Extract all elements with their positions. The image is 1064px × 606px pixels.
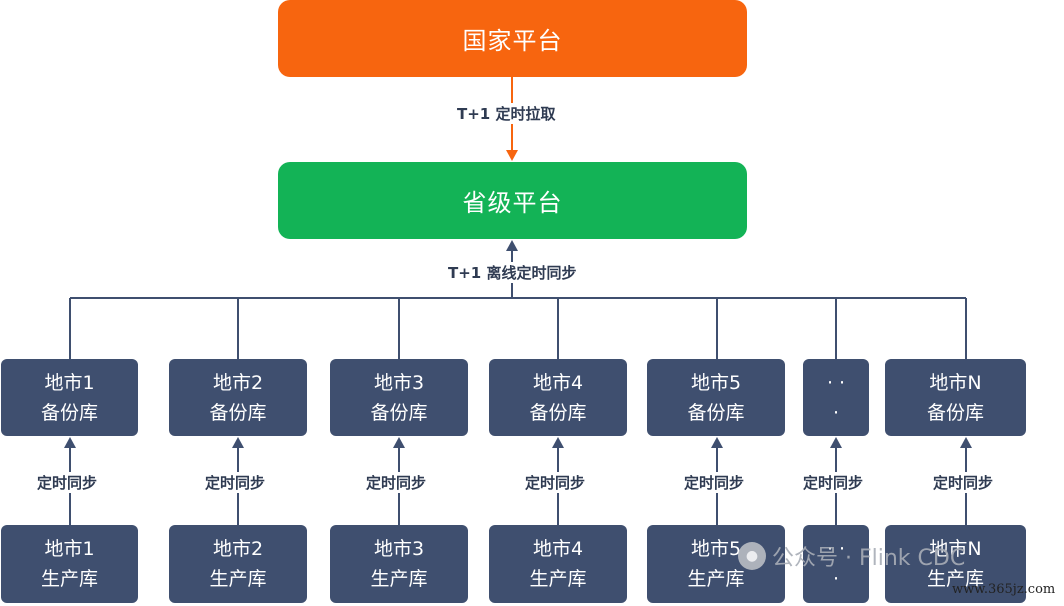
sync-label-7: 定时同步 <box>933 472 994 493</box>
backup-node-city: 地市1 <box>44 371 95 394</box>
production-node-dots-bottom: · <box>832 568 840 590</box>
production-node-type: 生产库 <box>40 568 98 590</box>
pull-label: T+1 定时拉取 <box>457 103 556 124</box>
backup-node-type: 备份库 <box>40 401 98 424</box>
sync-label-1: 定时同步 <box>37 472 98 493</box>
provincial-platform-box: 省级平台 <box>278 162 747 239</box>
backup-node-dots-top: · · <box>826 371 846 394</box>
backup-node-3: 地市3 备份库 <box>330 359 468 436</box>
backup-node-city: 地市2 <box>212 371 264 394</box>
backup-node-4: 地市4 备份库 <box>489 359 627 436</box>
backup-node-city: 地市4 <box>532 371 584 394</box>
production-node-type: 生产库 <box>529 568 587 590</box>
backup-node-city: 地市N <box>929 371 982 394</box>
backup-node-type: 备份库 <box>926 401 984 424</box>
production-node-3: 地市3 生产库 <box>330 525 468 603</box>
watermark-text: 公众号 · Flink CDC <box>772 546 966 571</box>
production-node-city: 地市5 <box>690 538 742 560</box>
sync-trunk-arrow-head <box>506 240 518 251</box>
backup-node-type: 备份库 <box>529 401 587 424</box>
sync-arrow-head-3 <box>393 437 405 448</box>
sync-arrow-head-7 <box>960 437 972 448</box>
production-node-type: 生产库 <box>926 568 984 590</box>
backup-node-1: 地市1 备份库 <box>1 359 138 436</box>
production-node-city: 地市3 <box>373 538 425 560</box>
sync-label-5: 定时同步 <box>684 472 745 493</box>
national-platform-box: 国家平台 <box>278 0 747 77</box>
backup-node-city: 地市5 <box>690 371 742 394</box>
production-node-ellipsis: · · · <box>803 525 869 603</box>
sync-label-6: 定时同步 <box>803 472 864 493</box>
offline-sync-label: T+1 离线定时同步 <box>448 262 577 283</box>
production-node-2: 地市2 生产库 <box>169 525 307 603</box>
production-node-1: 地市1 生产库 <box>1 525 138 603</box>
sync-arrow-head-5 <box>711 437 723 448</box>
sync-arrow-head-1 <box>64 437 76 448</box>
production-node-city: 地市2 <box>212 538 264 560</box>
production-node-type: 生产库 <box>687 568 745 590</box>
sync-arrow-head-6 <box>830 437 842 448</box>
pull-arrow-head <box>506 150 518 161</box>
production-node-dots-top: · · <box>826 538 846 560</box>
national-platform-label: 国家平台 <box>462 27 563 55</box>
backup-node-type: 备份库 <box>209 401 267 424</box>
sync-label-3: 定时同步 <box>366 472 427 493</box>
production-node-4: 地市4 生产库 <box>489 525 627 603</box>
watermark: ● 公众号 · Flink CDC <box>738 540 965 572</box>
wechat-icon: ● <box>738 542 766 570</box>
sync-arrow-head-4 <box>552 437 564 448</box>
sync-arrow-head-2 <box>232 437 244 448</box>
production-node-type: 生产库 <box>209 568 267 590</box>
backup-node-5: 地市5 备份库 <box>647 359 785 436</box>
production-node-type: 生产库 <box>370 568 428 590</box>
sync-label-2: 定时同步 <box>205 472 266 493</box>
backup-node-city: 地市3 <box>373 371 425 394</box>
backup-node-ellipsis: · · · <box>803 359 869 436</box>
provincial-platform-label: 省级平台 <box>462 189 563 217</box>
production-node-n: 地市N 生产库 <box>885 525 1026 603</box>
production-node-city: 地市4 <box>532 538 584 560</box>
production-node-city: 地市1 <box>44 538 95 560</box>
backup-node-type: 备份库 <box>370 401 428 424</box>
backup-node-n: 地市N 备份库 <box>885 359 1026 436</box>
backup-node-2: 地市2 备份库 <box>169 359 307 436</box>
watermark-url: www.365jz.com <box>952 582 1056 597</box>
backup-node-dots-bottom: · <box>832 401 840 424</box>
backup-node-type: 备份库 <box>687 401 745 424</box>
production-node-city: 地市N <box>929 538 982 560</box>
sync-label-4: 定时同步 <box>525 472 586 493</box>
